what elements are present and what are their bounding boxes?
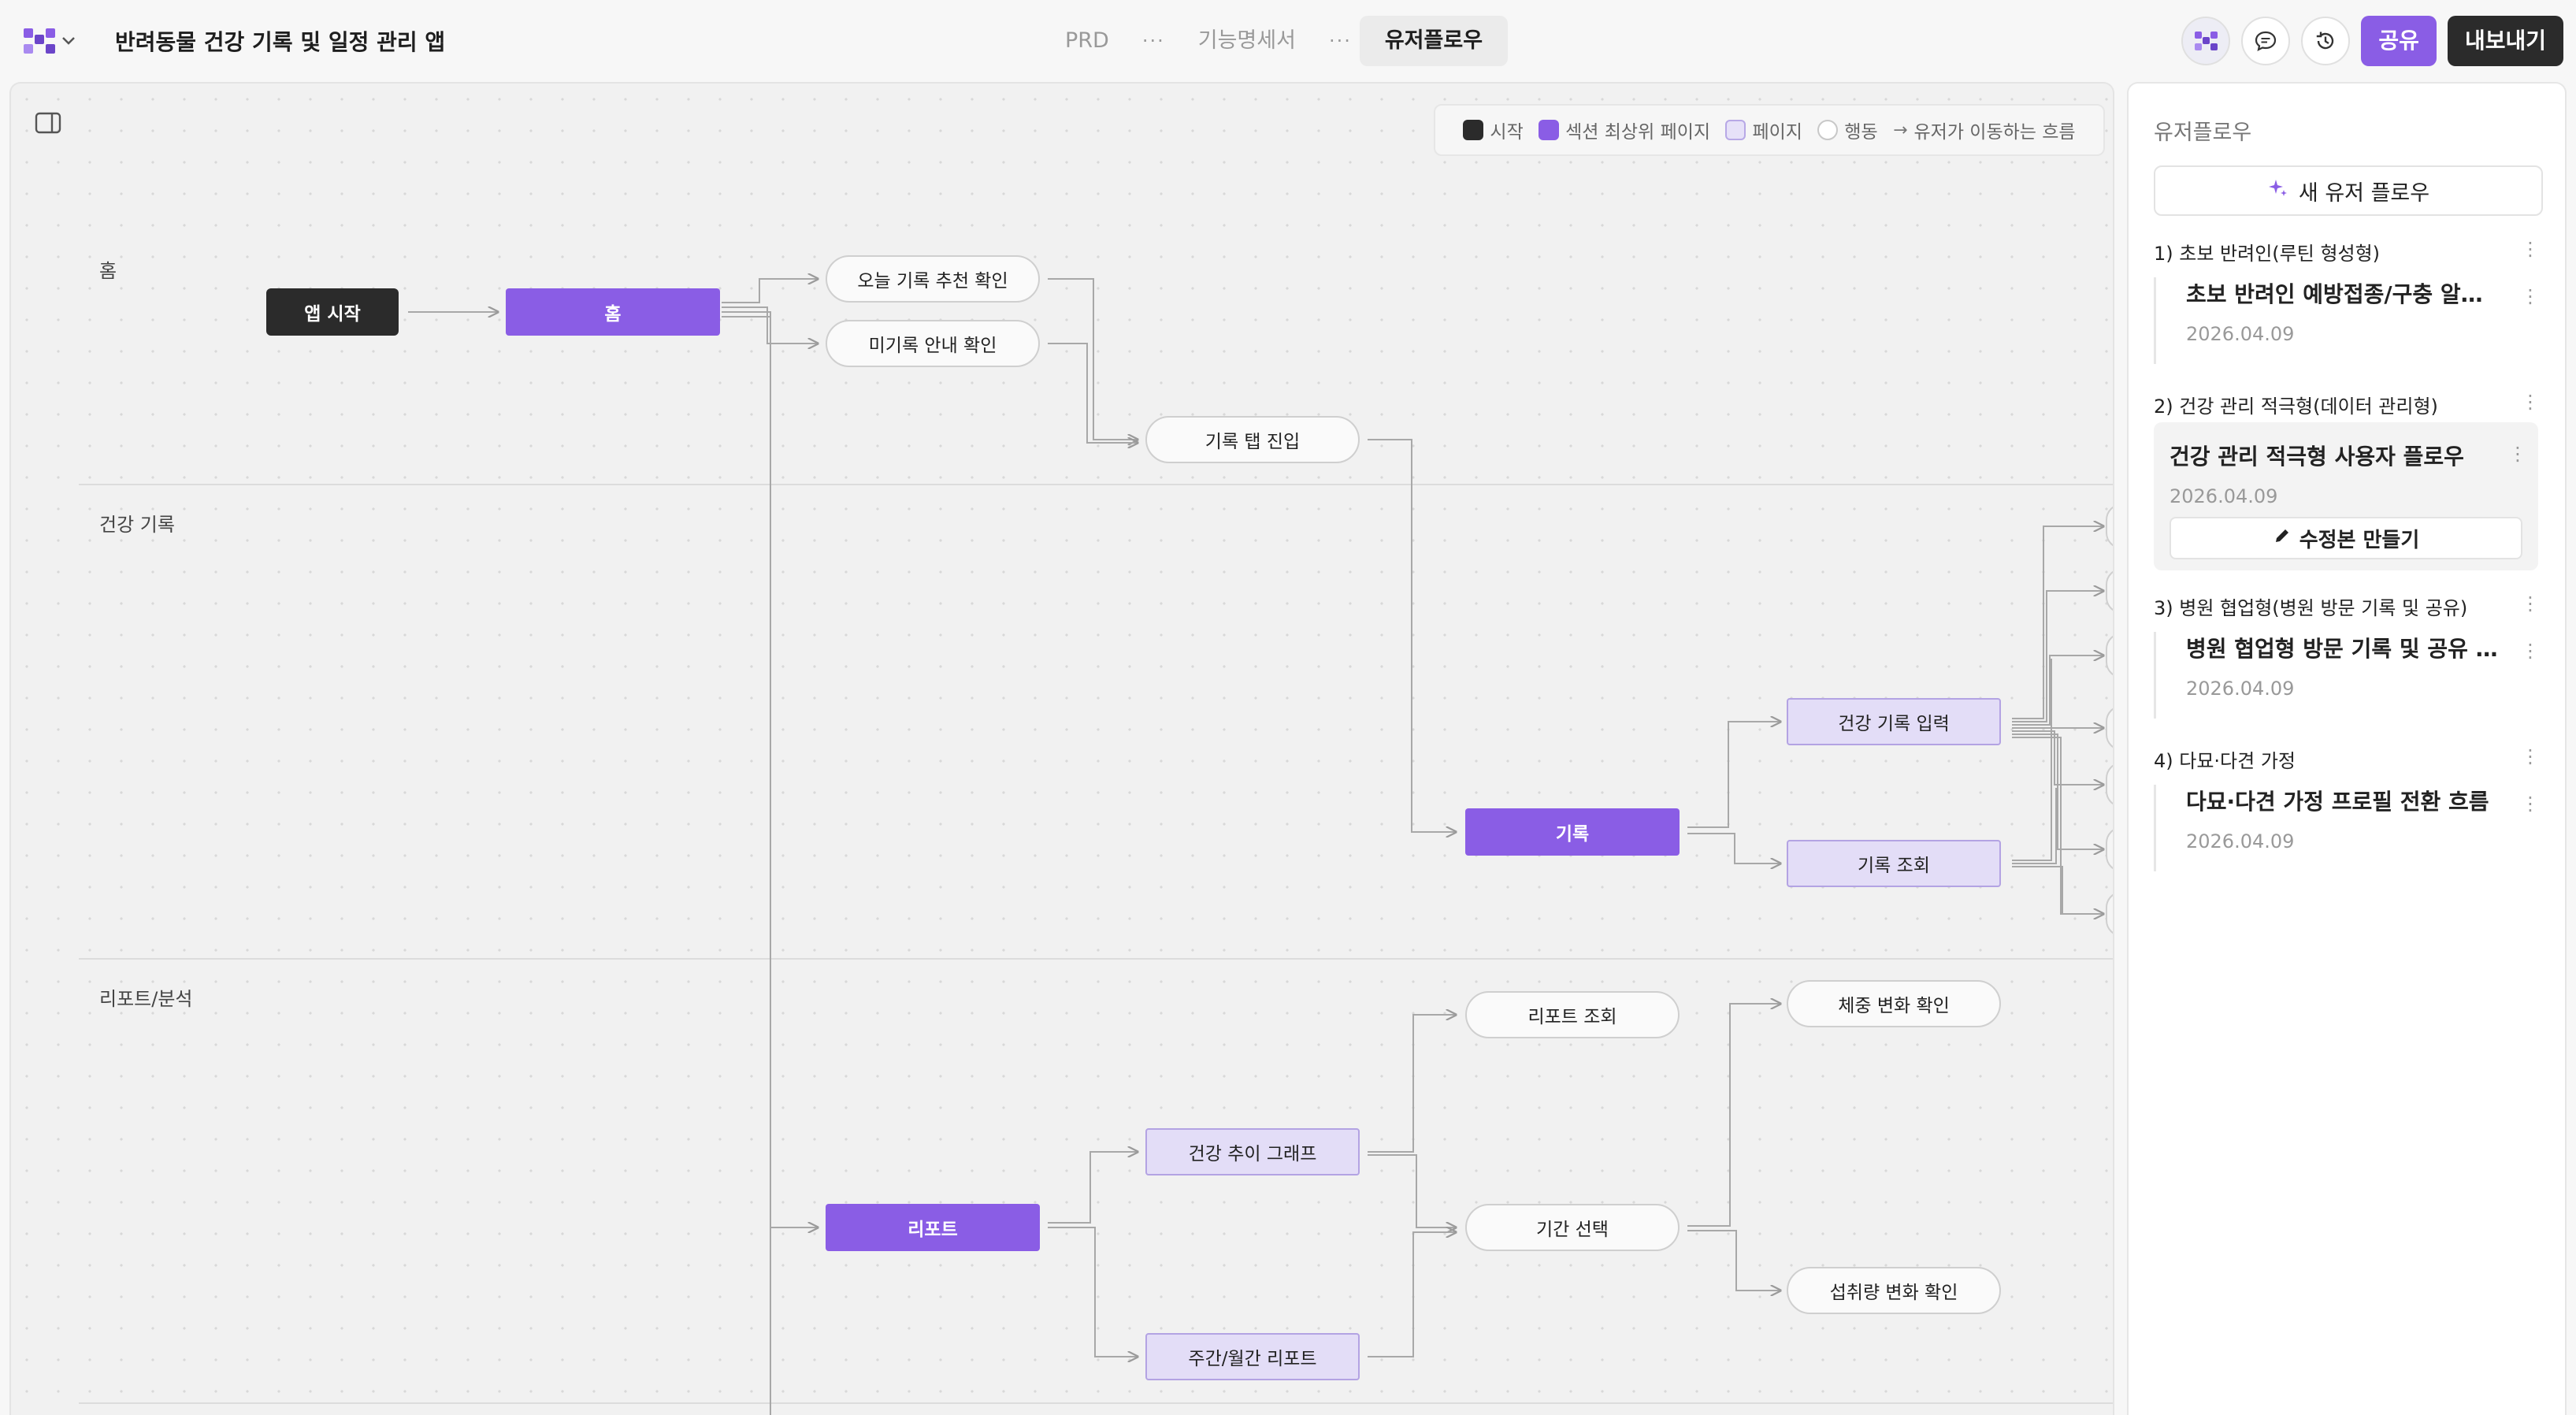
flow-name: 건강 관리 적극형 사용자 플로우 bbox=[2170, 444, 2464, 470]
sparkle-icon bbox=[2267, 177, 2289, 205]
legend-page: 페이지 bbox=[1725, 117, 1802, 143]
flow-group: 4) 다묘·다견 가정 ⋮ 다묘·다견 가정 프로필 전환 흐름 2026.04… bbox=[2154, 745, 2543, 871]
legend-swatch bbox=[1817, 120, 1839, 140]
offscreen-node-stub bbox=[2106, 635, 2113, 676]
flow-name: 다묘·다견 가정 프로필 전환 흐름 bbox=[2186, 789, 2489, 815]
flow-group-title: 1) 초보 반려인(루틴 형성형) bbox=[2154, 243, 2381, 265]
kebab-icon[interactable]: ⋮ bbox=[2521, 391, 2540, 413]
offscreen-node-stub bbox=[2106, 893, 2113, 934]
flow-item-selected[interactable]: 건강 관리 적극형 사용자 플로우 2026.04.09 ⋮ 수정본 만들기 bbox=[2154, 422, 2538, 570]
flow-item[interactable]: 다묘·다견 가정 프로필 전환 흐름 2026.04.09 ⋮ bbox=[2154, 785, 2543, 871]
legend-label: 시작 bbox=[1490, 122, 1524, 143]
tab-spec[interactable]: 기능명세서 bbox=[1197, 28, 1296, 53]
share-button[interactable]: 공유 bbox=[2361, 16, 2437, 66]
offscreen-node-stub bbox=[2106, 506, 2113, 547]
kebab-icon[interactable]: ⋮ bbox=[2521, 745, 2540, 767]
legend: 시작 섹션 최상위 페이지 페이지 행동 →유저가 이동하는 흐름 bbox=[1434, 104, 2105, 156]
node-period-select[interactable]: 기간 선택 bbox=[1465, 1204, 1680, 1251]
node-record-tab-entry[interactable]: 기록 탭 진입 bbox=[1145, 416, 1360, 463]
lane-divider bbox=[79, 484, 2113, 485]
flow-canvas[interactable]: 시작 섹션 최상위 페이지 페이지 행동 →유저가 이동하는 흐름 홈 건강 기… bbox=[9, 82, 2114, 1415]
create-revision-label: 수정본 만들기 bbox=[2299, 528, 2420, 552]
lane-label-health-record: 건강 기록 bbox=[99, 514, 175, 536]
node-health-trend-graph[interactable]: 건강 추이 그래프 bbox=[1145, 1128, 1360, 1175]
legend-start: 시작 bbox=[1463, 117, 1524, 143]
offscreen-node-stub bbox=[2106, 708, 2113, 748]
doc-tabs: PRD ··· 기능명세서 ··· 유저플로우 bbox=[1040, 16, 1509, 66]
flow-group: 3) 병원 협업형(병원 방문 기록 및 공유) ⋮ 병원 협업형 방문 기록 … bbox=[2154, 592, 2543, 719]
history-icon[interactable] bbox=[2301, 17, 2351, 65]
kebab-icon[interactable]: ⋮ bbox=[2521, 640, 2540, 662]
legend-swatch bbox=[1539, 120, 1560, 140]
node-app-start[interactable]: 앱 시작 bbox=[266, 288, 399, 336]
flow-group-title: 3) 병원 협업형(병원 방문 기록 및 공유) bbox=[2154, 597, 2468, 619]
tab-separator: ··· bbox=[1328, 30, 1352, 52]
userflow-sidebar: 유저플로우 새 유저 플로우 1) 초보 반려인(루틴 형성형) ⋮ 초보 반려… bbox=[2127, 82, 2567, 1415]
kebab-icon[interactable]: ⋮ bbox=[2521, 285, 2540, 307]
node-home[interactable]: 홈 bbox=[506, 288, 720, 336]
flow-group: 2) 건강 관리 적극형(데이터 관리형) ⋮ 건강 관리 적극형 사용자 플로… bbox=[2154, 391, 2543, 570]
toolbar-actions: 공유 내보내기 bbox=[2181, 16, 2563, 66]
legend-label: 유저가 이동하는 흐름 bbox=[1913, 122, 2076, 143]
flow-date: 2026.04.09 bbox=[2186, 830, 2295, 852]
chevron-down-icon[interactable] bbox=[60, 32, 77, 54]
flow-date: 2026.04.09 bbox=[2186, 678, 2295, 700]
flow-item[interactable]: 병원 협업형 방문 기록 및 공유 흐름 2026.04.09 ⋮ bbox=[2154, 632, 2543, 719]
legend-label: 행동 bbox=[1844, 122, 1878, 143]
comment-icon[interactable] bbox=[2241, 17, 2291, 65]
legend-action: 행동 bbox=[1817, 117, 1878, 143]
flow-group-title: 4) 다묘·다견 가정 bbox=[2154, 750, 2296, 772]
kebab-icon[interactable]: ⋮ bbox=[2521, 238, 2540, 260]
offscreen-node-stub bbox=[2106, 764, 2113, 805]
legend-flow: →유저가 이동하는 흐름 bbox=[1893, 117, 2076, 143]
lane-label-home: 홈 bbox=[99, 260, 117, 282]
flow-group: 1) 초보 반려인(루틴 형성형) ⋮ 초보 반려인 예방접종/구충 알림 등.… bbox=[2154, 238, 2543, 364]
node-today-record-recommendation[interactable]: 오늘 기록 추천 확인 bbox=[826, 255, 1040, 303]
kebab-icon[interactable]: ⋮ bbox=[2508, 443, 2527, 465]
pencil-icon bbox=[2273, 526, 2292, 551]
node-weight-change[interactable]: 체중 변화 확인 bbox=[1787, 980, 2001, 1027]
node-intake-change[interactable]: 섭취량 변화 확인 bbox=[1787, 1267, 2001, 1314]
tab-userflow[interactable]: 유저플로우 bbox=[1359, 16, 1509, 66]
legend-section: 섹션 최상위 페이지 bbox=[1539, 117, 1710, 143]
kebab-icon[interactable]: ⋮ bbox=[2521, 592, 2540, 615]
offscreen-node-stub bbox=[2106, 829, 2113, 870]
export-button[interactable]: 내보내기 bbox=[2447, 16, 2563, 66]
legend-swatch bbox=[1463, 120, 1484, 140]
flow-group-title: 2) 건강 관리 적극형(데이터 관리형) bbox=[2154, 396, 2438, 418]
lane-divider bbox=[79, 1402, 2113, 1404]
node-health-record-input[interactable]: 건강 기록 입력 bbox=[1787, 698, 2001, 745]
lane-label-report: 리포트/분석 bbox=[99, 988, 193, 1010]
logo-icon[interactable] bbox=[22, 24, 57, 58]
tab-prd[interactable]: PRD bbox=[1065, 28, 1109, 53]
flow-name: 초보 반려인 예방접종/구충 알림 등... bbox=[2186, 281, 2501, 307]
flow-item[interactable]: 초보 반려인 예방접종/구충 알림 등... 2026.04.09 ⋮ bbox=[2154, 277, 2543, 364]
tab-separator: ··· bbox=[1141, 30, 1165, 52]
node-unrecorded-notice[interactable]: 미기록 안내 확인 bbox=[826, 320, 1040, 367]
sidebar-toggle-icon[interactable] bbox=[35, 112, 61, 134]
offscreen-node-stub bbox=[2106, 570, 2113, 611]
node-record[interactable]: 기록 bbox=[1465, 808, 1680, 856]
kebab-icon[interactable]: ⋮ bbox=[2521, 793, 2540, 815]
avatar-icon[interactable] bbox=[2181, 17, 2231, 65]
node-record-view[interactable]: 기록 조회 bbox=[1787, 840, 2001, 887]
sidebar-title: 유저플로우 bbox=[2154, 121, 2252, 145]
legend-label: 섹션 최상위 페이지 bbox=[1565, 122, 1711, 143]
top-bar: 반려동물 건강 기록 및 일정 관리 앱 PRD ··· 기능명세서 ··· 유… bbox=[0, 0, 2576, 82]
flow-date: 2026.04.09 bbox=[2186, 323, 2295, 345]
app-title: 반려동물 건강 기록 및 일정 관리 앱 bbox=[115, 29, 446, 55]
node-period-report[interactable]: 주간/월간 리포트 bbox=[1145, 1333, 1360, 1380]
create-revision-button[interactable]: 수정본 만들기 bbox=[2170, 517, 2522, 559]
flow-name: 병원 협업형 방문 기록 및 공유 흐름 bbox=[2186, 636, 2501, 662]
legend-label: 페이지 bbox=[1752, 122, 1802, 143]
lane-divider bbox=[79, 958, 2113, 960]
arrow-right-icon: → bbox=[1893, 120, 1908, 140]
legend-swatch bbox=[1725, 120, 1746, 140]
new-flow-label: 새 유저 플로우 bbox=[2298, 180, 2430, 206]
new-flow-button[interactable]: 새 유저 플로우 bbox=[2154, 165, 2543, 216]
flow-date: 2026.04.09 bbox=[2170, 485, 2278, 507]
flow-edges bbox=[408, 84, 2113, 1415]
node-report-view[interactable]: 리포트 조회 bbox=[1465, 991, 1680, 1038]
node-report[interactable]: 리포트 bbox=[826, 1204, 1040, 1251]
